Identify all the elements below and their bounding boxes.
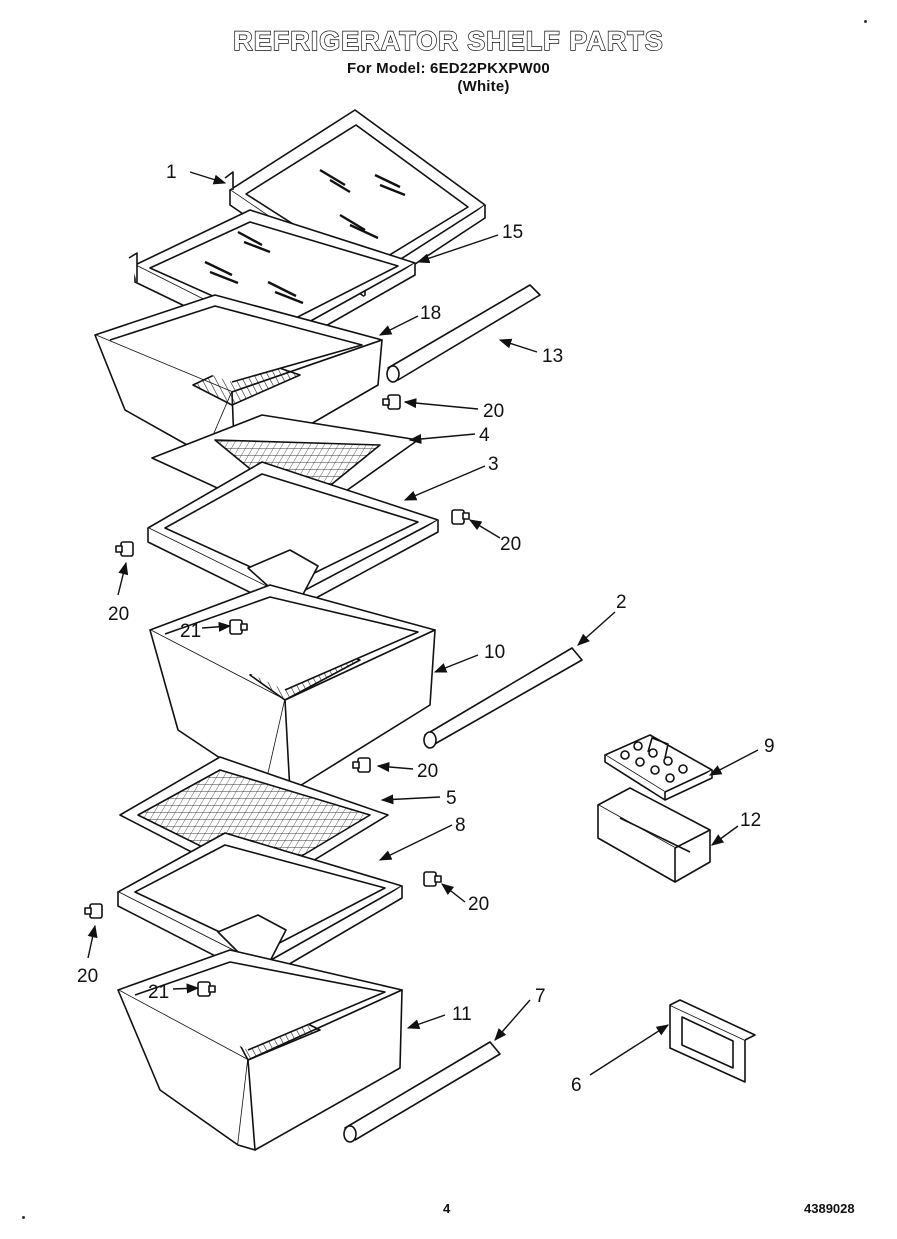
fastener-20b <box>451 509 470 525</box>
fastener-20d <box>352 757 371 773</box>
holder-6 <box>669 999 756 1083</box>
fastener-20f <box>84 903 103 919</box>
label-part-9: 9 <box>764 736 775 757</box>
label-part-21: 21 <box>180 621 201 642</box>
label-part-6: 6 <box>571 1075 582 1096</box>
crisper-drawer-18 <box>94 294 383 469</box>
fastener-20e <box>423 871 442 887</box>
document-number: 4389028 <box>804 1201 855 1216</box>
corner-mark <box>22 1216 25 1219</box>
rail-7 <box>343 1041 501 1143</box>
rail-2 <box>423 647 583 749</box>
page-number: 4 <box>443 1201 451 1216</box>
label-part-13: 13 <box>542 346 563 367</box>
label-part-21: 21 <box>148 982 169 1003</box>
drawer-frame-8 <box>117 832 403 981</box>
model-line: For Model: 6ED22PKXPW00 <box>347 60 550 77</box>
leader-lines <box>87 171 759 1076</box>
label-part-3: 3 <box>488 454 499 475</box>
label-part-20: 20 <box>108 604 129 625</box>
crisper-drawer-11 <box>117 949 403 1151</box>
label-part-7: 7 <box>535 986 546 1007</box>
page-title: REFRIGERATOR SHELF PARTS <box>233 25 664 56</box>
label-part-10: 10 <box>484 642 505 663</box>
label-part-20: 20 <box>77 966 98 987</box>
label-part-20: 20 <box>483 401 504 422</box>
egg-bin-12 <box>597 787 711 883</box>
part-labels: 1 15 18 13 20 4 3 20 20 21 2 10 20 9 5 8… <box>77 162 775 1096</box>
label-part-4: 4 <box>479 425 490 446</box>
label-part-15: 15 <box>502 222 523 243</box>
corner-mark <box>864 20 867 23</box>
label-part-20: 20 <box>468 894 489 915</box>
fastener-20a <box>382 394 401 410</box>
label-part-12: 12 <box>740 810 761 831</box>
fastener-21a <box>229 619 248 635</box>
fastener-20c <box>115 541 134 557</box>
label-part-18: 18 <box>420 303 441 324</box>
label-part-1: 1 <box>166 162 177 183</box>
drawer-frame-3 <box>147 461 439 613</box>
label-part-8: 8 <box>455 815 466 836</box>
rail-13 <box>386 284 541 383</box>
color-line: (White) <box>457 78 510 95</box>
label-part-2: 2 <box>616 592 627 613</box>
crisper-drawer-10 <box>149 584 436 793</box>
label-part-20: 20 <box>500 534 521 555</box>
egg-tray-9 <box>604 734 713 801</box>
label-part-11: 11 <box>452 1004 472 1025</box>
label-part-5: 5 <box>446 788 457 809</box>
label-part-20: 20 <box>417 761 438 782</box>
